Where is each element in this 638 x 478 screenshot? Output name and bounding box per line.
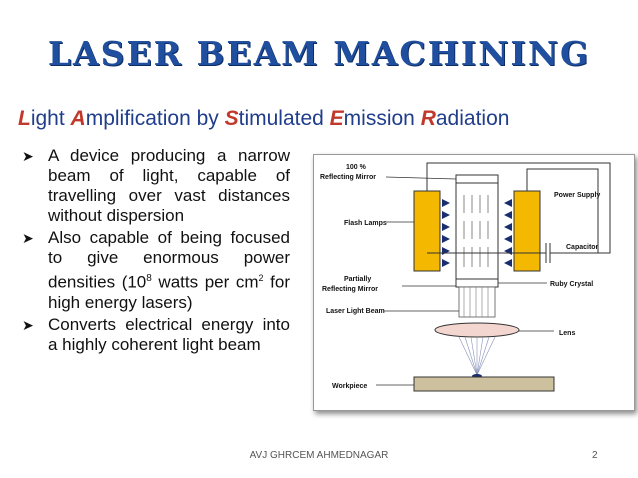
bullet-item: ➤ A device producing a narrow beam of li… (22, 146, 290, 226)
laser-beam (458, 286, 496, 318)
acronym-letter: L (18, 107, 31, 130)
acronym-word: ight (30, 107, 71, 130)
flash-lamp-right (513, 190, 541, 272)
slide-title: LASER BEAM MACHINING (47, 34, 591, 73)
bullet-list: ➤ A device producing a narrow beam of li… (22, 146, 290, 357)
acronym-letter: E (329, 107, 344, 130)
bullet-text: watts per cm (151, 272, 259, 292)
acronym-letter: S (224, 107, 239, 130)
bullet-text: for high energy lasers) (48, 272, 290, 312)
label-partially: Partially (344, 276, 371, 283)
converging-rays (458, 336, 496, 376)
ruby-crystal-rod (455, 182, 499, 280)
page-number: 2 (592, 450, 598, 461)
label-laser-light-beam: Laser Light Beam (326, 308, 385, 315)
acronym-word: mplification by (85, 107, 225, 130)
label-lens: Lens (559, 330, 575, 337)
pump-arrows (442, 199, 512, 267)
arrow-bullet-icon: ➤ (22, 316, 34, 333)
label-flash-lamps: Flash Lamps (344, 220, 387, 227)
partial-reflecting-mirror (455, 278, 499, 288)
bullet-text: Also capable of being focused to give en… (48, 228, 290, 292)
power-supply-wiring (426, 162, 611, 263)
leader-lines (376, 176, 554, 386)
laser-acronym-subtitle: Light Amplification by Stimulated Emissi… (18, 107, 509, 131)
label-reflecting-mirror: Reflecting Mirror (320, 174, 376, 181)
acronym-word: adiation (435, 107, 510, 130)
bullet-text: A device producing a narrow beam of ligh… (48, 146, 290, 225)
beam-lines (463, 287, 489, 317)
bullet-item: ➤ Also capable of being focused to give … (22, 228, 290, 313)
footer-text: AVJ GHRCEM AHMEDNAGAR (249, 450, 389, 461)
acronym-word: timulated (238, 107, 330, 130)
label-mirror-100: 100 % (346, 164, 367, 171)
superscript: 8 (146, 273, 152, 284)
workpiece-block (413, 376, 555, 392)
bullet-item: ➤ Converts electrical energy into a high… (22, 315, 290, 355)
flash-lamp-left (413, 190, 441, 272)
acronym-letter: R (420, 107, 436, 130)
label-capacitor: Capacitor (566, 244, 599, 251)
label-ruby-crystal: Ruby Crystal (550, 281, 593, 288)
arrow-bullet-icon: ➤ (22, 148, 34, 164)
internal-light-arrows (463, 195, 489, 267)
focusing-lens (434, 322, 520, 338)
label-partially-reflecting-mirror: Reflecting Mirror (322, 286, 378, 293)
ruby-laser-diagram: 100 % Reflecting Mirror Flash Lamps Part… (313, 154, 635, 411)
label-power-supply: Power Supply (554, 192, 600, 199)
superscript: 2 (258, 273, 264, 283)
bullet-text: Converts electrical energy into a highly… (48, 314, 290, 354)
arrow-bullet-icon: ➤ (22, 230, 34, 246)
acronym-letter: A (70, 107, 86, 130)
full-reflecting-mirror (455, 174, 499, 184)
acronym-word: mission (343, 107, 421, 130)
label-workpiece: Workpiece (332, 383, 367, 390)
